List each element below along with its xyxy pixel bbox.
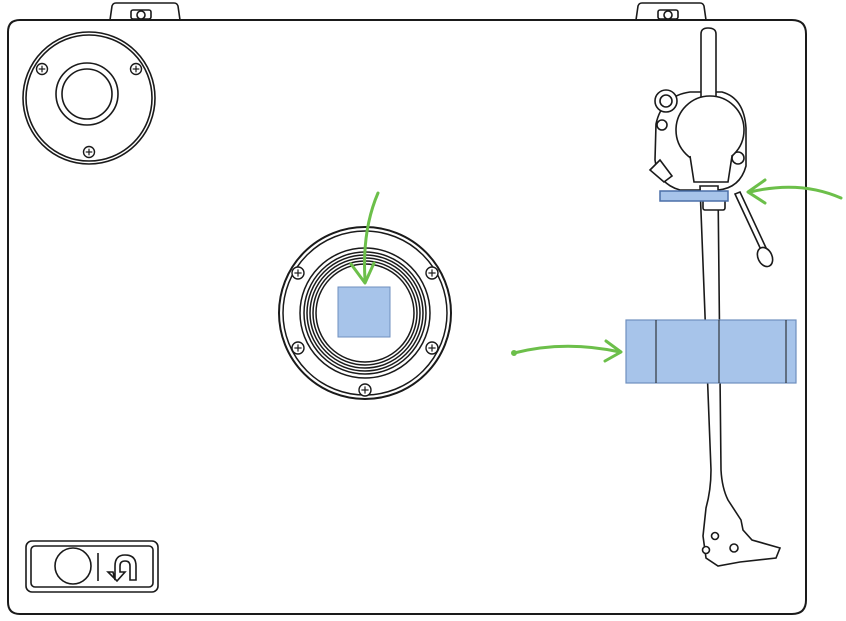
screw-icon xyxy=(35,62,49,76)
tonearm-lift-highlight xyxy=(659,190,729,202)
screw-icon xyxy=(82,145,96,159)
left-hinge xyxy=(109,2,181,21)
screw-icon xyxy=(425,341,439,355)
arrow-to-spindle xyxy=(349,191,380,285)
screw-icon xyxy=(425,266,439,280)
screw-icon xyxy=(291,341,305,355)
left-bearing-screws xyxy=(35,62,143,159)
arrow-to-lift xyxy=(746,178,843,205)
arrow-to-tube xyxy=(511,339,623,363)
tonearm-tube-highlight xyxy=(625,319,797,384)
screw-icon xyxy=(358,383,372,397)
screw-icon xyxy=(129,62,143,76)
right-hinge xyxy=(635,2,707,21)
spindle-highlight xyxy=(337,286,391,338)
plinth xyxy=(7,19,807,615)
platter-mount-screws xyxy=(291,266,439,397)
tonearm-tube xyxy=(699,27,782,567)
return-arrow-icon[interactable] xyxy=(97,553,137,583)
circle-button-icon[interactable] xyxy=(54,547,92,585)
screw-icon xyxy=(291,266,305,280)
control-panel xyxy=(25,540,159,593)
left-bearing-mount xyxy=(22,31,156,165)
counterweight-knob xyxy=(654,89,678,113)
tonearm-pivot-housing xyxy=(675,95,745,183)
